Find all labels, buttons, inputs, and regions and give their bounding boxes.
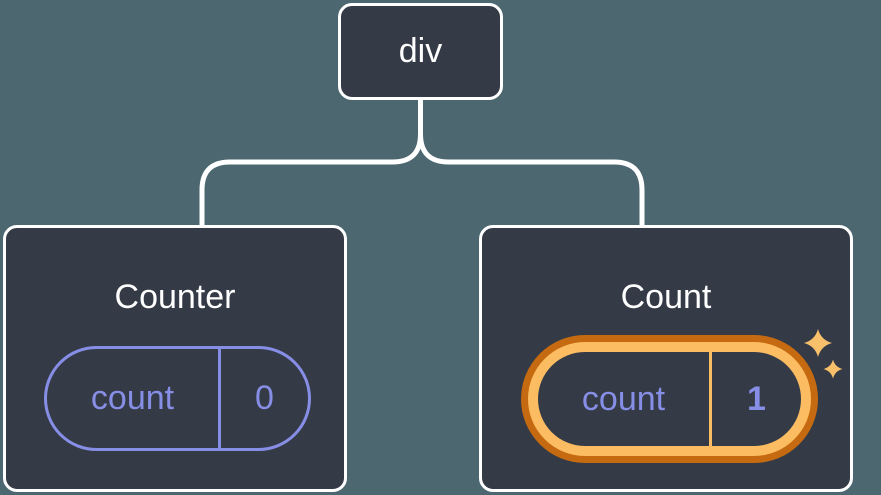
state-pill-highlighted: count 1: [538, 352, 801, 446]
state-highlight-ring-inner: count 1: [528, 342, 811, 456]
counter-component-card: Counter count 0: [3, 225, 347, 492]
root-div-node: div: [338, 3, 503, 100]
sparkle-icon: [823, 359, 843, 379]
component-title: Counter: [114, 278, 236, 316]
root-node-label: div: [398, 32, 443, 70]
count-component-card: Count count 1: [479, 225, 853, 492]
state-key-label: count: [47, 349, 221, 448]
component-title: Count: [620, 278, 712, 316]
state-value-label: 1: [747, 379, 766, 418]
state-value-label: 0: [255, 379, 274, 417]
state-key-label: count: [538, 352, 712, 446]
state-pill: count 0: [44, 346, 311, 451]
sparkle-icon: [804, 329, 832, 357]
state-highlight-ring: count 1: [521, 335, 818, 463]
